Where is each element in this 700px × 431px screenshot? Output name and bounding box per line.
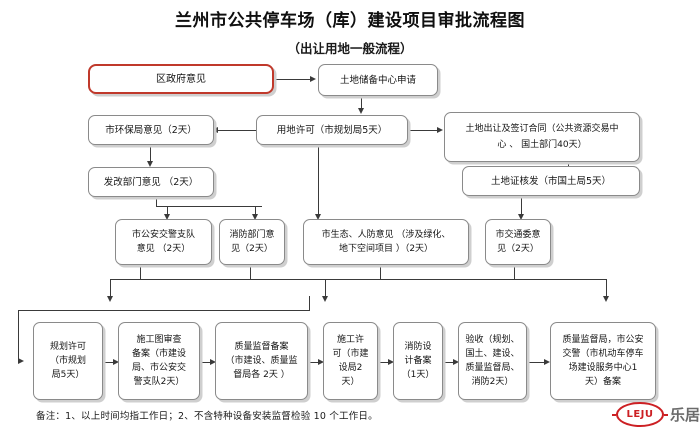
node-fire-department-opinion[interactable]: 消防部门意 见（2天） xyxy=(219,219,285,265)
drop-mid xyxy=(325,279,326,297)
collector-n8-stub xyxy=(140,265,141,280)
arrowhead-n2-n4 xyxy=(357,108,364,114)
node-construction-drawing-review[interactable]: 施工图审查 备案（市建设 局、市公安交 警支队2天） xyxy=(118,322,200,400)
arrowhead-n13-n14 xyxy=(210,358,216,365)
drop-right-jog xyxy=(514,279,607,280)
node-environmental-bureau-opinion[interactable]: 市环保局意见（2天） xyxy=(88,115,214,145)
footer-note: 备注：1、以上时间均指工作日；2、不含特种设备安装监督检验 10 个工作日。 xyxy=(36,411,378,422)
row5-rail-top xyxy=(18,310,310,311)
edge-n16-n17 xyxy=(443,362,455,363)
arrowhead-n4-n3 xyxy=(212,126,218,133)
edge-n7-n11 xyxy=(521,196,522,215)
edge-n13-n14 xyxy=(200,362,212,363)
collector-n9-stub xyxy=(250,265,251,280)
arrowhead-n6-n8 xyxy=(163,214,170,220)
arrowhead-n16-n17 xyxy=(453,358,459,365)
leju-logo-icon: LEJU xyxy=(616,402,664,427)
node-quality-supervision-filing[interactable]: 质量监督备案 （市建设、质量监 督局各 2天 ） xyxy=(215,322,308,400)
edge-n4-n10 xyxy=(318,145,319,215)
node-land-certificate-issuance[interactable]: 土地证核发（市国土局5天） xyxy=(462,166,640,196)
arrowhead-n3-n6 xyxy=(146,161,153,167)
node-acceptance-inspection[interactable]: 验收（规划、 国土、建设、 质量监督局、 消防2天） xyxy=(458,322,527,400)
node-final-filing[interactable]: 质量监督局，市公安 交警（市机动车停车 场建设服务中心1 天）备案 xyxy=(550,322,656,400)
arrowhead-drop-mid xyxy=(321,296,328,302)
node-fire-design-filing[interactable]: 消防设 计备案 （1天） xyxy=(393,322,443,400)
leju-watermark: LEJU 乐居 xyxy=(612,402,700,427)
drop-left xyxy=(110,279,111,297)
collector-bus xyxy=(140,279,515,280)
arrowhead-n4-n10 xyxy=(314,214,321,220)
node-land-transfer-contract[interactable]: 土地出让及签订合同（公共资源交易中 心 、 国土部门40天） xyxy=(444,112,640,162)
leju-brand-text: 乐居 xyxy=(669,406,700,424)
node-ecology-civil-defense-opinion[interactable]: 市生态、人防意见 （涉及绿化、 地下空间项目 ）（2天） xyxy=(303,219,469,265)
edge-n4-n3 xyxy=(215,130,257,131)
arrowhead-n1-n2 xyxy=(310,75,316,82)
drop-right xyxy=(606,279,607,297)
node-district-government-opinion[interactable]: 区政府意见 xyxy=(88,64,274,94)
edge-n6-bus-stub xyxy=(156,198,157,207)
edge-n6-n9-drop xyxy=(255,206,256,215)
arrowhead-drop-left xyxy=(106,296,113,302)
arrowhead-n17-n18 xyxy=(544,358,550,365)
node-transport-committee-opinion[interactable]: 市交通委意 见（2天） xyxy=(485,219,551,265)
page-subtitle: （出让用地一般流程） xyxy=(287,41,413,56)
arrowhead-n4-n5 xyxy=(437,126,443,133)
arrowhead-n12-n13 xyxy=(113,358,119,365)
node-land-use-permit[interactable]: 用地许可（市规划局5天） xyxy=(256,115,408,145)
edge-n14-n15 xyxy=(308,362,320,363)
edge-n15-n16 xyxy=(378,362,390,363)
arrowhead-n7-n11 xyxy=(517,214,524,220)
edge-n1-n2 xyxy=(275,79,311,80)
edge-n3-n6 xyxy=(150,145,151,162)
node-development-reform-opinion[interactable]: 发改部门意见 （2天） xyxy=(88,167,214,197)
edge-n12-n13 xyxy=(103,362,115,363)
edge-n6-bus xyxy=(156,206,262,207)
watermark-dash-left xyxy=(612,413,616,416)
row5-rail-left xyxy=(18,310,19,362)
edge-n4-n5 xyxy=(408,130,438,131)
edge-n2-n4 xyxy=(361,97,362,109)
drop-left-jog xyxy=(110,279,140,280)
arrowhead-n14-n15 xyxy=(318,358,324,365)
page-title: 兰州市公共停车场（库）建设项目审批流程图 xyxy=(175,11,525,31)
edge-n17-n18 xyxy=(527,362,546,363)
arrowhead-into-n12 xyxy=(18,358,24,364)
watermark-dash-right xyxy=(663,413,668,416)
collector-n11-stub xyxy=(514,265,515,280)
collector-n10-stub xyxy=(380,265,381,280)
node-land-reserve-center-application[interactable]: 土地储备中心申请 xyxy=(318,64,438,96)
arrowhead-drop-right xyxy=(602,296,609,302)
arrowhead-n6-n9 xyxy=(251,214,258,220)
row5-rail-mid xyxy=(309,296,310,311)
edge-n6-n8-drop xyxy=(167,206,168,215)
node-traffic-police-opinion[interactable]: 市公安交警支队 意见 （2天） xyxy=(115,219,212,265)
node-planning-permit[interactable]: 规划许可 （市规划 局5天） xyxy=(33,322,103,400)
arrowhead-n15-n16 xyxy=(388,358,394,365)
node-construction-permit[interactable]: 施工许 可（市建 设局2 天） xyxy=(323,322,378,400)
